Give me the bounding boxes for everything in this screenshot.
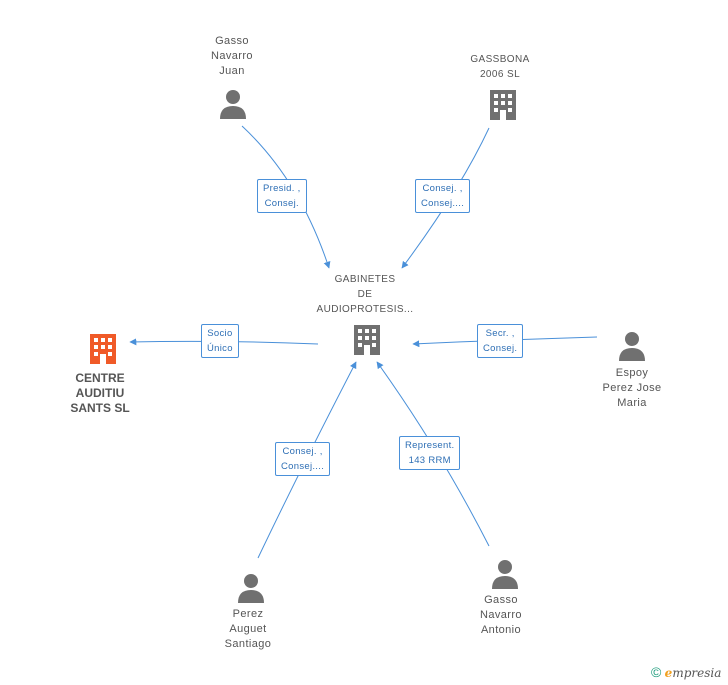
company-name-line-1: GASSBONA [470, 54, 530, 65]
building-icon[interactable] [352, 323, 382, 357]
person-name-line-1: Espoy [615, 367, 649, 379]
person-label-perez[interactable]: Perez Auguet Santiago [198, 607, 298, 652]
brand-watermark: © empresia [651, 664, 721, 680]
edge-label-gassbona: Consej. , Consej.... [415, 179, 471, 213]
person-name-line-3: Santiago [224, 638, 272, 650]
person-name-line-3: Antonio [480, 624, 522, 636]
person-icon[interactable] [490, 558, 520, 590]
person-icon[interactable] [218, 88, 248, 120]
person-name-line-2: Navarro [480, 609, 522, 621]
person-name-line-2: Navarro [211, 50, 253, 62]
role-line-1: Presid. , [263, 183, 301, 194]
person-name-line-1: Gasso [484, 594, 518, 606]
person-name-line-1: Perez [232, 608, 264, 620]
role-line-2: Consej.... [281, 461, 325, 472]
center-company-name-line-3: AUDIOPROTESIS... [316, 304, 414, 315]
role-line-1: Consej. , [422, 183, 463, 194]
role-line-1: Secr. , [485, 328, 515, 339]
company-name-line-1: CENTRE [75, 371, 125, 385]
company-label-gassbona[interactable]: GASSBONA 2006 SL [450, 52, 550, 82]
role-line-2: Consej. [483, 343, 518, 354]
building-icon[interactable] [488, 88, 518, 122]
role-line-1: Consej. , [282, 446, 323, 457]
brand-logo-rest: mpresia [672, 666, 722, 680]
edge-label-espoy: Secr. , Consej. [477, 324, 524, 358]
brand-logo-e: e [664, 666, 673, 680]
role-line-2: Consej.... [421, 198, 465, 209]
person-name-line-3: Maria [617, 397, 647, 409]
person-label-gasso-juan[interactable]: Gasso Navarro Juan [182, 34, 282, 79]
person-icon[interactable] [236, 572, 266, 604]
role-line-2: 143 RRM [408, 455, 451, 466]
edge-label-gasso-antonio: Represent. 143 RRM [399, 436, 461, 470]
role-line-2: Consej. [264, 198, 299, 209]
person-icon[interactable] [617, 330, 647, 362]
role-line-1: Socio [207, 328, 233, 339]
company-name-line-2: AUDITIU [75, 386, 125, 400]
person-name-line-3: Juan [219, 65, 245, 77]
edge-label-perez: Consej. , Consej.... [275, 442, 331, 476]
center-company-name-line-1: GABINETES [334, 274, 396, 285]
person-label-espoy[interactable]: Espoy Perez Jose Maria [582, 366, 682, 411]
building-icon[interactable] [88, 332, 118, 366]
person-label-gasso-antonio[interactable]: Gasso Navarro Antonio [451, 593, 551, 638]
company-name-line-3: SANTS SL [70, 401, 130, 415]
edge-label-gasso-juan: Presid. , Consej. [257, 179, 307, 213]
role-line-2: Único [207, 343, 233, 354]
center-company-name-line-2: DE [357, 289, 373, 300]
person-name-line-2: Perez Jose [602, 382, 662, 394]
company-label-centre[interactable]: CENTRE AUDITIU SANTS SL [50, 371, 150, 416]
copyright-icon: © [651, 664, 662, 680]
person-name-line-1: Gasso [215, 35, 249, 47]
company-name-line-2: 2006 SL [479, 69, 521, 80]
center-company-label[interactable]: GABINETES DE AUDIOPROTESIS... [300, 272, 430, 317]
person-name-line-2: Auguet [229, 623, 267, 635]
brand-logo: empresia [665, 666, 722, 680]
role-line-1: Represent. [405, 440, 455, 451]
edge-label-centre: Socio Único [201, 324, 239, 358]
